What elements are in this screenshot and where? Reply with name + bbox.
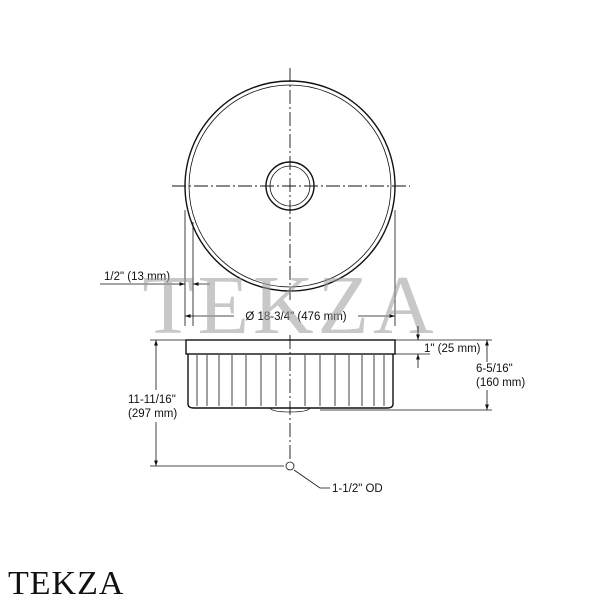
drain-od-label: 1-1/2" OD: [332, 483, 383, 495]
brand-logo-text: TEKZA: [8, 565, 124, 600]
overall-height-label-line1: 11-11/16": [128, 394, 176, 406]
bowl-depth-label-line1: 6-5/16": [476, 363, 513, 375]
rim-width-label: 1/2" (13 mm): [104, 271, 170, 283]
diameter-label: Ø 18-3/4" (476 mm): [245, 311, 346, 323]
overall-height-label-line2: (297 mm): [128, 408, 177, 420]
top-view: 1/2" (13 mm) Ø 18-3/4" (476 mm): [100, 68, 410, 326]
drain-od-leader: [293, 469, 330, 489]
bowl-depth-label-line2: (160 mm): [476, 377, 525, 389]
rim-height-label: 1" (25 mm): [424, 343, 481, 355]
drain-pipe-end: [285, 461, 295, 471]
rim-band: [185, 339, 396, 355]
bowl-body: [187, 354, 394, 409]
bowl-ribs: [196, 355, 385, 406]
side-view: 1" (25 mm) 6-5/16" (160 mm) 11-11/16" (2…: [128, 326, 525, 495]
watermark-text: TEKZA: [142, 259, 437, 352]
